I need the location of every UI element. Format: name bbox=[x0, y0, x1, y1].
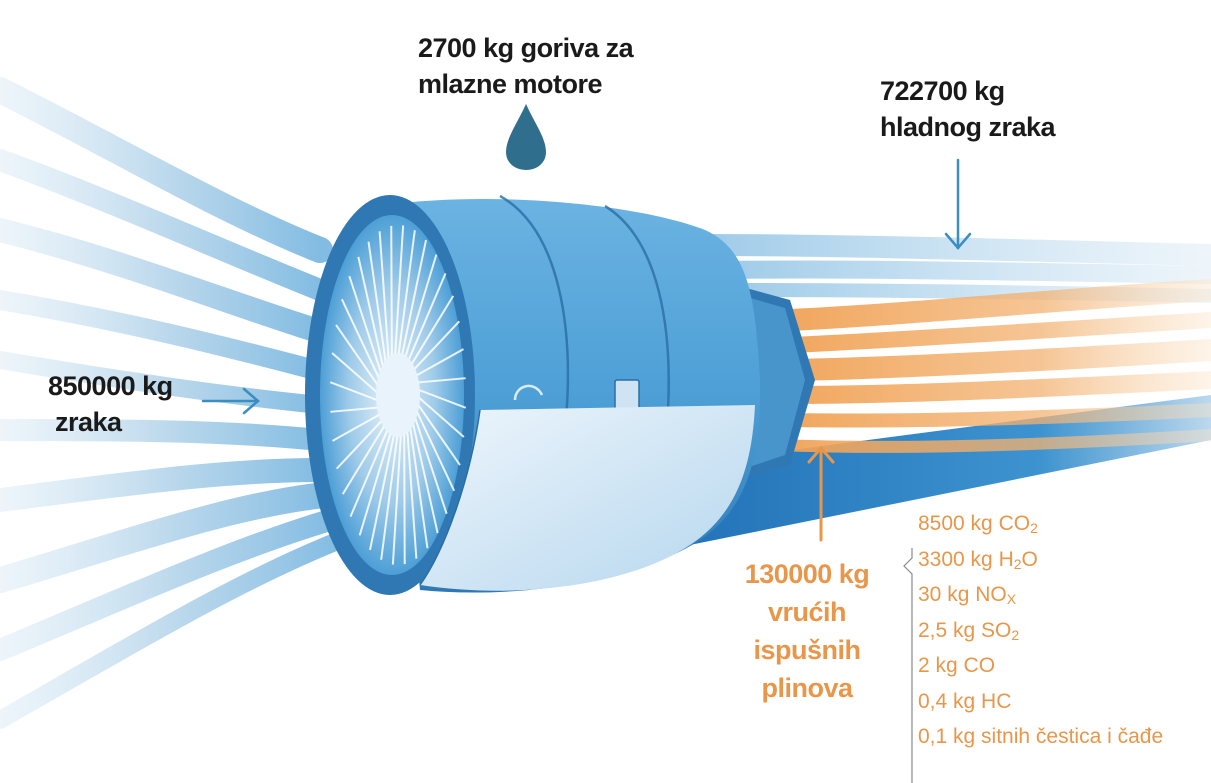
fan-blade bbox=[340, 298, 382, 384]
lower-cowl-panel bbox=[420, 405, 755, 591]
fan-blade bbox=[335, 324, 382, 390]
fan-blade bbox=[380, 430, 399, 560]
arrow-down-icon bbox=[944, 158, 972, 250]
fan-blade bbox=[410, 417, 439, 534]
hot-gas-label-line2: vrućih bbox=[767, 597, 847, 627]
intake-air-label-line1: 850000 kg bbox=[48, 371, 173, 401]
emission-item-particulates: 0,1 kg sitnih čestica i čađe bbox=[918, 725, 1164, 748]
intake-air-label-line2: zraka bbox=[55, 407, 122, 437]
emissions-brace bbox=[903, 548, 913, 783]
fan-blade bbox=[378, 231, 390, 364]
fan-blade bbox=[349, 425, 390, 518]
fan-blade bbox=[403, 254, 438, 362]
arrow-up-icon bbox=[807, 445, 835, 542]
fuel-label-line1: 2700 kg goriva za bbox=[418, 33, 634, 63]
nacelle-hatch bbox=[614, 379, 640, 411]
emission-item-co: 2 kg CO bbox=[918, 654, 996, 677]
fan-blade bbox=[331, 352, 381, 396]
emission-item-so2: 2,5 kg SO2 bbox=[918, 618, 1020, 643]
fan-blade bbox=[357, 256, 386, 373]
cold-air-label: 722700 kg hladnog zraka bbox=[880, 73, 1056, 145]
nacelle-port bbox=[513, 384, 544, 401]
fan-blade bbox=[415, 394, 465, 438]
fuel-label-line2: mlazne motore bbox=[418, 69, 603, 99]
cold-air-label-line1: 722700 kg bbox=[880, 76, 1005, 106]
fan-blade bbox=[369, 430, 396, 551]
emissions-list: 8500 kg CO2 3300 kg H2O 30 kg NOX 2,5 kg… bbox=[918, 506, 1163, 755]
fan-blade bbox=[393, 225, 405, 360]
fan-blade bbox=[329, 381, 381, 403]
fan-blade bbox=[341, 422, 388, 495]
fan-blade bbox=[348, 275, 384, 378]
fan-blade bbox=[413, 348, 464, 378]
fan-blade bbox=[408, 422, 429, 549]
fan-blade bbox=[390, 225, 393, 362]
fan-blade bbox=[397, 230, 416, 360]
emission-item-h2o: 3300 kg H2O bbox=[918, 547, 1038, 572]
fan-spinner bbox=[376, 353, 420, 437]
hot-gas-label-line3: ispušnih bbox=[753, 635, 861, 665]
lower-cowl-edge bbox=[419, 409, 481, 586]
emission-item-hc: 0,4 kg HC bbox=[918, 689, 1012, 713]
fuel-drop-icon bbox=[506, 104, 546, 170]
fan-blade bbox=[391, 430, 403, 565]
fan-blade bbox=[411, 320, 461, 373]
intake-air-label: 850000 kg zraka bbox=[48, 368, 173, 440]
arrow-right-icon bbox=[201, 387, 260, 415]
emission-item-co2: 8500 kg CO2 bbox=[918, 512, 1038, 536]
lower-blue-air-band bbox=[640, 395, 1211, 555]
fan-blade bbox=[415, 387, 467, 409]
hot-gas-label-line4: plinova bbox=[761, 673, 853, 703]
cold-air-label-line2: hladnog zraka bbox=[880, 112, 1056, 142]
fan-blades bbox=[329, 225, 467, 565]
fan-blade bbox=[414, 377, 466, 384]
fan-blade bbox=[358, 428, 393, 536]
emission-item-nox: 30 kg NOX bbox=[918, 583, 1017, 607]
nacelle-panel-seams bbox=[499, 194, 670, 431]
fuel-label: 2700 kg goriva za mlazne motore bbox=[418, 30, 634, 102]
fan-blade bbox=[406, 426, 418, 559]
fan-blade bbox=[414, 406, 456, 492]
fan-blade bbox=[400, 239, 427, 360]
hot-exhaust-plume bbox=[774, 279, 1211, 453]
fan-blade bbox=[335, 417, 385, 470]
hot-gas-label-line1: 130000 kg bbox=[744, 559, 870, 589]
hot-gas-label: 130000 kg vrućih ispušnih plinova bbox=[742, 555, 872, 707]
fan-blade bbox=[406, 272, 447, 365]
fan-blade bbox=[330, 406, 382, 413]
fan-blade bbox=[414, 400, 461, 466]
fan-blade bbox=[412, 412, 448, 515]
inflow-air-streaks bbox=[0, 77, 349, 729]
fan-blade bbox=[403, 428, 406, 565]
fan-blade bbox=[367, 241, 388, 368]
fan-blade bbox=[408, 295, 455, 368]
fan-blade bbox=[332, 412, 383, 442]
